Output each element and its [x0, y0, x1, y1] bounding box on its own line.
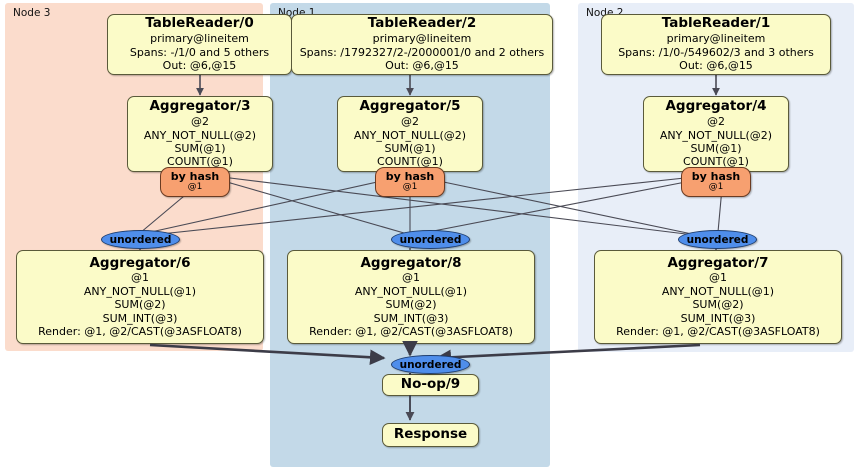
processor-aggfunc: SUM_INT(@3) — [680, 311, 756, 325]
processor-aggregator-3[interactable]: Aggregator/3 @2 ANY_NOT_NULL(@2) SUM(@1)… — [127, 96, 273, 172]
processor-detail: primary@lineitem — [372, 32, 472, 46]
processor-aggregator-6[interactable]: Aggregator/6 @1 ANY_NOT_NULL(@1) SUM(@2)… — [16, 250, 264, 344]
processor-aggfunc: SUM_INT(@3) — [373, 311, 449, 325]
processor-groupcol: @2 — [401, 115, 419, 129]
processor-aggregator-4[interactable]: Aggregator/4 @2 ANY_NOT_NULL(@2) SUM(@1)… — [643, 96, 789, 172]
processor-groupcol: @1 — [402, 271, 420, 285]
router-column: @1 — [187, 182, 203, 193]
processor-title: Aggregator/8 — [360, 254, 462, 271]
router-by-hash-right[interactable]: by hash @1 — [681, 167, 751, 197]
processor-out: Out: @6,@15 — [679, 59, 753, 73]
processor-tablereader-2[interactable]: TableReader/2 primary@lineitem Spans: /1… — [291, 14, 553, 75]
processor-aggfunc: COUNT(@1) — [683, 155, 749, 169]
processor-aggfunc: SUM_INT(@3) — [102, 311, 178, 325]
processor-title: Aggregator/7 — [667, 254, 769, 271]
processor-title: TableReader/2 — [367, 15, 477, 32]
processor-aggfunc: SUM(@2) — [114, 298, 166, 312]
processor-aggfunc: SUM(@1) — [690, 141, 742, 155]
processor-groupcol: @1 — [709, 271, 727, 285]
processor-spans: Spans: -/1/0 and 5 others — [129, 45, 270, 59]
processor-title: Aggregator/4 — [665, 98, 767, 115]
processor-title: TableReader/0 — [145, 15, 254, 32]
processor-title: TableReader/1 — [661, 15, 771, 32]
processor-title: Aggregator/3 — [149, 98, 251, 115]
processor-aggfunc: ANY_NOT_NULL(@1) — [354, 284, 468, 298]
processor-tablereader-0[interactable]: TableReader/0 primary@lineitem Spans: -/… — [107, 14, 292, 75]
processor-spans: Spans: /1/0-/549602/3 and 3 others — [618, 45, 814, 59]
processor-render: Render: @1, @2/CAST(@3ASFLOAT8) — [309, 325, 513, 339]
processor-noop-9[interactable]: No-op/9 — [382, 374, 479, 396]
processor-title: Aggregator/5 — [359, 98, 461, 115]
router-by-hash-left[interactable]: by hash @1 — [160, 167, 230, 197]
collector-label: unordered — [686, 233, 749, 246]
processor-out: Out: @6,@15 — [385, 59, 459, 73]
processor-response[interactable]: Response — [382, 423, 479, 447]
collector-label: unordered — [399, 233, 462, 246]
processor-aggregator-5[interactable]: Aggregator/5 @2 ANY_NOT_NULL(@2) SUM(@1)… — [337, 96, 483, 172]
router-title: by hash — [385, 170, 435, 183]
processor-aggfunc: ANY_NOT_NULL(@2) — [143, 128, 257, 142]
processor-out: Out: @6,@15 — [162, 59, 237, 73]
processor-render: Render: @1, @2/CAST(@3ASFLOAT8) — [616, 325, 820, 339]
processor-title: Aggregator/6 — [89, 254, 191, 271]
processor-detail: primary@lineitem — [150, 32, 249, 46]
collector-unordered-center[interactable]: unordered — [391, 230, 470, 249]
collector-unordered-left[interactable]: unordered — [101, 230, 180, 249]
router-by-hash-center[interactable]: by hash @1 — [375, 167, 445, 197]
router-column: @1 — [708, 182, 724, 193]
processor-tablereader-1[interactable]: TableReader/1 primary@lineitem Spans: /1… — [601, 14, 831, 75]
processor-aggfunc: COUNT(@1) — [167, 155, 233, 169]
processor-aggfunc: ANY_NOT_NULL(@2) — [659, 128, 773, 142]
router-column: @1 — [402, 182, 418, 193]
processor-render: Render: @1, @2/CAST(@3ASFLOAT8) — [38, 325, 242, 339]
processor-aggfunc: SUM(@2) — [385, 298, 437, 312]
processor-aggfunc: ANY_NOT_NULL(@2) — [353, 128, 467, 142]
collector-unordered-final[interactable]: unordered — [391, 355, 470, 374]
node-panel-label-node3: Node 3 — [13, 7, 51, 19]
collector-label: unordered — [399, 358, 462, 371]
processor-title: Response — [393, 426, 468, 443]
processor-title: No-op/9 — [400, 376, 461, 393]
processor-groupcol: @2 — [707, 115, 725, 129]
processor-aggregator-7[interactable]: Aggregator/7 @1 ANY_NOT_NULL(@1) SUM(@2)… — [594, 250, 842, 344]
processor-aggregator-8[interactable]: Aggregator/8 @1 ANY_NOT_NULL(@1) SUM(@2)… — [287, 250, 535, 344]
router-title: by hash — [691, 170, 741, 183]
processor-aggfunc: SUM(@2) — [692, 298, 744, 312]
processor-aggfunc: SUM(@1) — [174, 141, 226, 155]
router-title: by hash — [170, 170, 220, 183]
processor-spans: Spans: /1792327/2-/2000001/0 and 2 other… — [299, 45, 545, 59]
processor-aggfunc: ANY_NOT_NULL(@1) — [83, 284, 197, 298]
processor-groupcol: @1 — [131, 271, 149, 285]
processor-aggfunc: SUM(@1) — [384, 141, 436, 155]
collector-label: unordered — [109, 233, 172, 246]
processor-aggfunc: COUNT(@1) — [377, 155, 443, 169]
processor-groupcol: @2 — [191, 115, 209, 129]
collector-unordered-right[interactable]: unordered — [678, 230, 757, 249]
processor-aggfunc: ANY_NOT_NULL(@1) — [661, 284, 775, 298]
processor-detail: primary@lineitem — [666, 32, 766, 46]
